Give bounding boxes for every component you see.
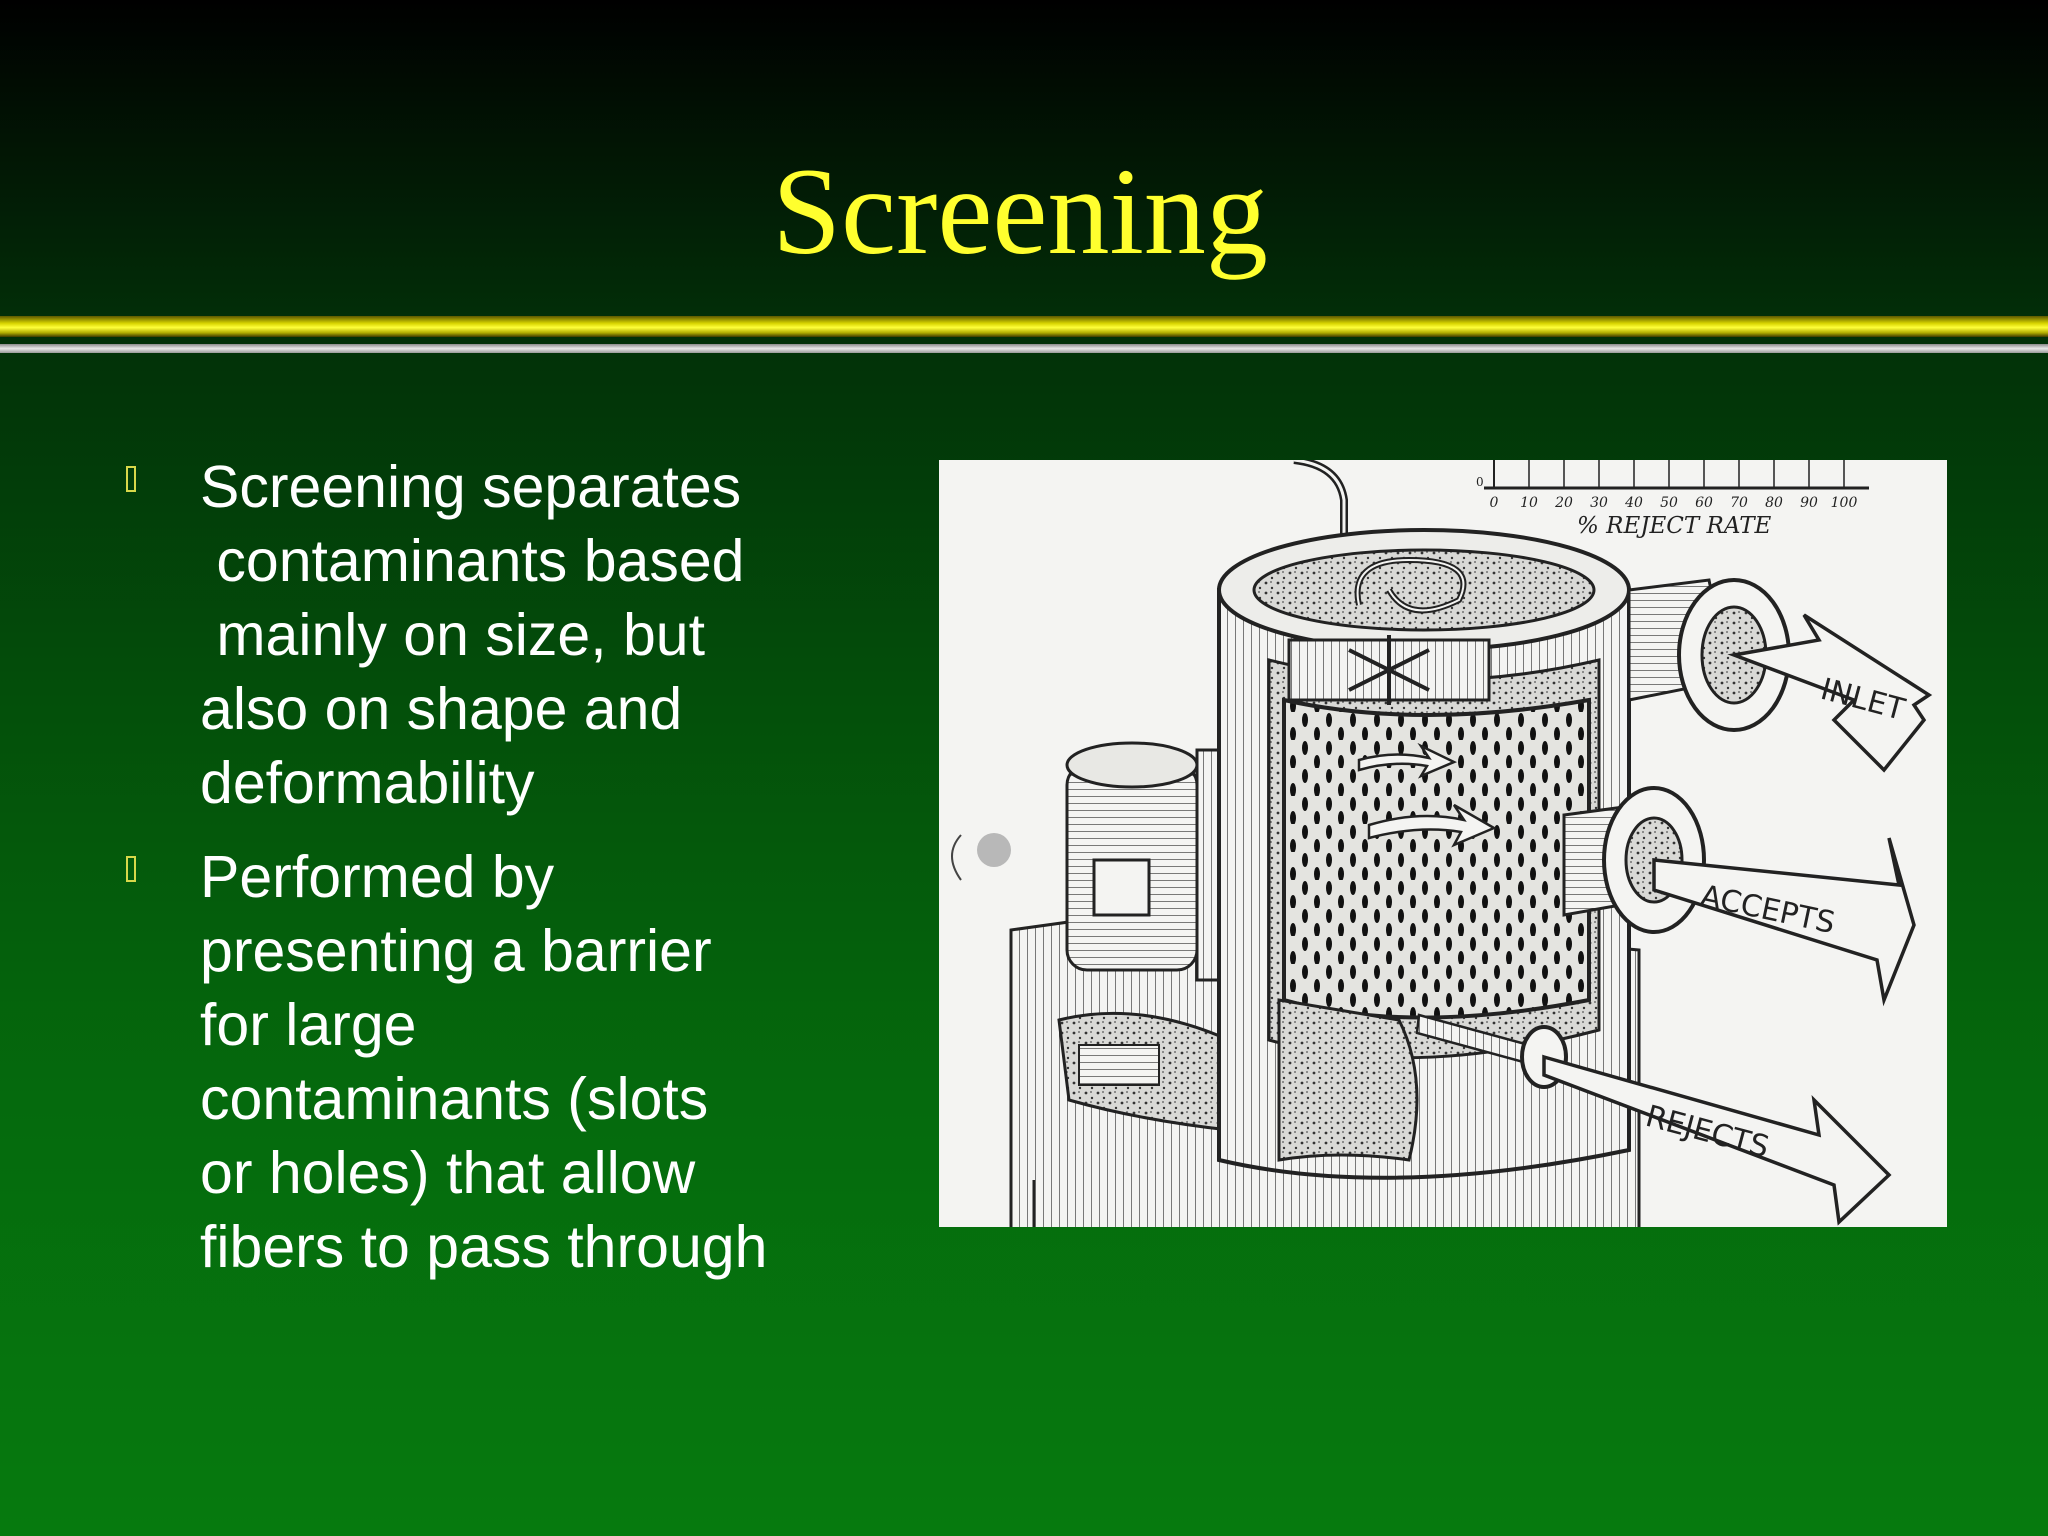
axis-tick: 100	[1831, 495, 1858, 511]
figure-dot	[977, 833, 1011, 867]
slide-title: Screening	[772, 143, 1268, 280]
reject-rate-axis: 0 10 20 30 40 50 60 70 80 90 100 % REJEC…	[1476, 460, 1869, 539]
bullet-marker-icon	[126, 856, 136, 882]
svg-text:0: 0	[1476, 475, 1484, 489]
axis-tick: 10	[1520, 495, 1538, 511]
bullet-text: Performed by presenting a barrier for la…	[200, 844, 768, 1280]
axis-tick: 90	[1800, 495, 1818, 511]
inlet-pipe: INLET	[1627, 578, 1933, 773]
bullet-item: Performed by presenting a barrier for la…	[120, 840, 890, 1284]
bullet-marker-icon	[126, 466, 136, 492]
bullet-list: Screening separates contaminants based m…	[120, 450, 890, 1304]
screen-diagram-figure: 0 10 20 30 40 50 60 70 80 90 100 % REJEC…	[939, 460, 1947, 1227]
axis-tick: 20	[1554, 495, 1573, 511]
axis-tick: 40	[1624, 495, 1643, 511]
axis-tick: 70	[1730, 495, 1748, 511]
accepts-pipe: ACCEPTS	[1562, 786, 1916, 1007]
title-underline-silver	[0, 344, 2048, 353]
bullet-item: Screening separates contaminants based m…	[120, 450, 890, 820]
axis-tick: 50	[1660, 495, 1678, 511]
motor	[1065, 741, 1239, 982]
bullet-text: Screening separates contaminants based m…	[200, 454, 745, 816]
rejects-pipe: REJECTS	[1415, 1013, 1892, 1226]
pressure-screen-illustration: 0 10 20 30 40 50 60 70 80 90 100 % REJEC…	[951, 460, 1933, 1227]
screen-vessel	[1217, 528, 1631, 1180]
axis-tick: 0	[1490, 495, 1499, 511]
axis-tick: 60	[1695, 495, 1713, 511]
axis-tick: 30	[1590, 495, 1608, 511]
axis-tick: 80	[1765, 495, 1783, 511]
title-underline-yellow	[0, 316, 2048, 337]
axis-label: % REJECT RATE	[1577, 513, 1772, 539]
